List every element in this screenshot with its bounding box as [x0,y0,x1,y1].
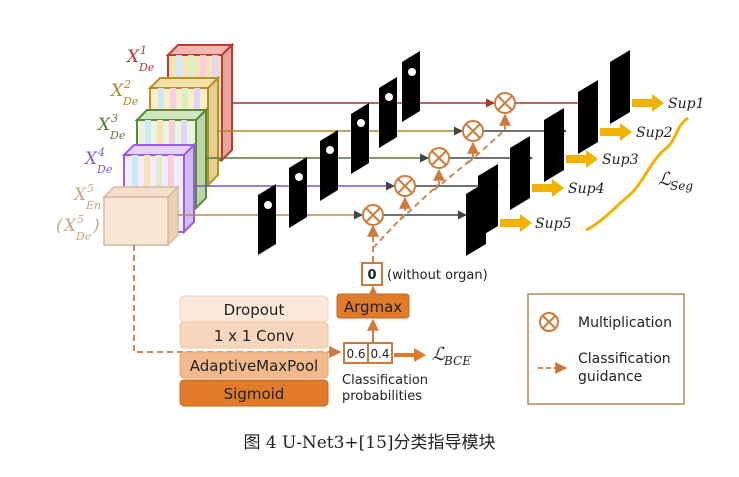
output-mask-2 [578,80,598,154]
svg-text:2: 2 [123,78,131,91]
mask-4 [351,103,369,174]
mask-5 [379,77,397,148]
seg-brace [585,116,689,232]
loss-seg-label: ℒ Seg [658,169,693,193]
svg-text:X: X [83,149,98,169]
sigmoid-label: Sigmoid [224,385,285,403]
svg-text:1: 1 [140,44,147,57]
legend-guidance-line1: Classification [578,351,671,367]
sup4-label: Sup4 [568,181,604,197]
label-x-de2: X 2 De [109,78,139,108]
mask-6 [402,51,420,122]
mask-sequence [258,51,420,255]
svg-text:De: De [96,163,113,176]
prob-value-1: 0.6 [346,347,365,361]
legend-multiply-icon [539,312,559,332]
svg-text:5: 5 [77,213,84,226]
label-x-en5: X 5 En [72,182,101,212]
label-x-de1: X 1 De [125,44,155,74]
sup2-label: Sup2 [636,125,673,141]
sup-arrows [500,94,664,232]
legend-box [527,293,685,405]
svg-text:En: En [85,199,101,212]
svg-text:X: X [125,47,140,67]
classifier-stack: Dropout 1 x 1 Conv AdaptiveMaxPool Sigmo… [179,295,329,407]
label-x-de4: X 4 De [83,146,113,176]
multiply-node-4 [394,175,416,197]
figure-caption: 图 4 U-Net3+[15]分类指导模块 [243,433,496,453]
label-x-de3: X 3 De [96,112,126,142]
output-mask-3 [544,108,564,182]
classifier-output-note: (without organ) [387,268,488,283]
multiply-node-3 [428,147,450,169]
bce-arrow [394,348,426,362]
guidance-lines [367,113,511,262]
svg-text:ℒ: ℒ [432,344,446,365]
classification-guidance-diagram: X 1 De X 2 De X 3 De X 4 De X 5 En ( X 5… [56,42,704,407]
prob-caption-line2: probabilities [342,389,422,404]
label-x-de5: ( X 5 De ) [56,213,100,243]
prob-cell-2 [367,342,393,364]
prob-caption-line1: Classification [342,373,428,388]
mask-2 [289,157,307,228]
classifier-output-value: 0 [367,268,376,283]
svg-text:4: 4 [97,146,105,159]
sup-labels: Sup1 Sup2 Sup3 Sup4 Sup5 [535,96,704,232]
svg-text:): ) [92,216,100,236]
maxpool-label: AdaptiveMaxPool [190,357,318,375]
sup3-label: Sup3 [602,152,639,168]
mask-3 [320,130,338,201]
output-mask-6 [466,182,486,256]
conv-box [179,321,329,349]
dropout-label: Dropout [224,301,285,319]
feature-block-en5 [102,185,180,247]
svg-text:X: X [62,216,77,236]
legend-guidance-line2: guidance [578,369,642,385]
multiply-node-5 [362,204,384,226]
output-mask-4 [510,136,530,210]
sigmoid-box [179,379,329,407]
classifier-output-box [361,262,383,286]
output-mask-1 [610,50,630,124]
svg-text:De: De [109,129,126,142]
svg-text:3: 3 [111,112,118,125]
argmax-label: Argmax [344,298,402,316]
loss-bce-label: ℒ BCE [432,344,471,368]
multiply-node-1 [494,92,516,114]
conv-label: 1 x 1 Conv [214,327,294,345]
svg-text:ℒ: ℒ [658,169,672,190]
svg-text:De: De [138,61,155,74]
svg-text:X: X [72,185,87,205]
svg-text:Seg: Seg [670,179,693,193]
svg-text:X: X [109,81,124,101]
mask-1 [258,184,276,255]
prob-value-2: 0.4 [370,347,389,361]
svg-text:5: 5 [87,182,94,195]
svg-text:De: De [122,95,139,108]
legend-multiplication-label: Multiplication [578,315,672,331]
sup1-label: Sup1 [668,96,704,112]
svg-text:De: De [75,230,92,243]
sup5-label: Sup5 [535,216,572,232]
svg-text:(: ( [56,216,63,236]
multiply-node-2 [462,120,484,142]
svg-text:BCE: BCE [443,354,471,368]
output-masks [466,50,630,256]
maxpool-box [179,351,329,379]
svg-text:X: X [96,115,111,135]
